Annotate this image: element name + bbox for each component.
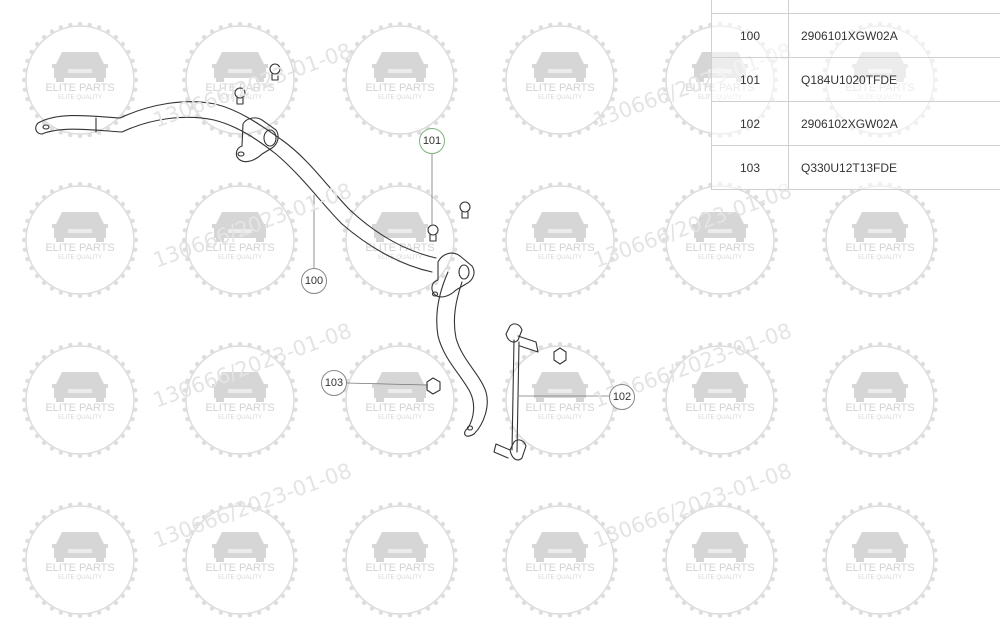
part-code-cell: Q330U12T13FDE xyxy=(789,146,1000,190)
date-stamp: 130666/2023-01-08 xyxy=(150,318,355,412)
part-code-cell: Q184U1020TFDE xyxy=(789,58,1000,102)
date-stamp: 130666/2023-01-08 xyxy=(150,178,355,272)
watermark-brand: ELITE PARTS xyxy=(180,562,300,574)
watermark-brand: ELITE PARTS xyxy=(500,562,620,574)
table-row[interactable]: 101 Q184U1020TFDE xyxy=(712,58,1000,102)
watermark-brand: ELITE PARTS xyxy=(820,562,940,574)
watermark-tagline: ELITE QUALITY xyxy=(820,575,940,581)
part-number-cell xyxy=(712,0,789,14)
callout-100[interactable]: 100 xyxy=(301,268,327,294)
watermark-tagline: ELITE QUALITY xyxy=(340,575,460,581)
watermark-brand: ELITE PARTS xyxy=(340,562,460,574)
parts-table: 100 2906101XGW02A 101 Q184U1020TFDE 102 … xyxy=(711,0,1000,190)
table-row[interactable]: 103 Q330U12T13FDE xyxy=(712,146,1000,190)
table-row[interactable]: 102 2906102XGW02A xyxy=(712,102,1000,146)
part-number-cell: 102 xyxy=(712,102,789,146)
table-row[interactable]: 100 2906101XGW02A xyxy=(712,14,1000,58)
callout-101[interactable]: 101 xyxy=(419,128,445,154)
callout-103[interactable]: 103 xyxy=(321,370,347,396)
watermark-tagline: ELITE QUALITY xyxy=(20,575,140,581)
watermark-brand: ELITE PARTS xyxy=(660,562,780,574)
watermark-brand: ELITE PARTS xyxy=(20,562,140,574)
watermark-tagline: ELITE QUALITY xyxy=(500,575,620,581)
watermark-tagline: ELITE QUALITY xyxy=(660,575,780,581)
watermark-tagline: ELITE QUALITY xyxy=(180,575,300,581)
part-code-cell: 2906101XGW02A xyxy=(789,14,1000,58)
table-row xyxy=(712,0,1000,14)
part-number-cell: 103 xyxy=(712,146,789,190)
part-number-cell: 101 xyxy=(712,58,789,102)
date-stamp: 130666/2023-01-08 xyxy=(590,178,795,272)
part-code-cell: 2906102XGW02A xyxy=(789,102,1000,146)
part-code-cell xyxy=(789,0,1000,14)
date-stamp: 130666/2023-01-08 xyxy=(150,38,355,132)
part-number-cell: 100 xyxy=(712,14,789,58)
callout-102[interactable]: 102 xyxy=(609,384,635,410)
